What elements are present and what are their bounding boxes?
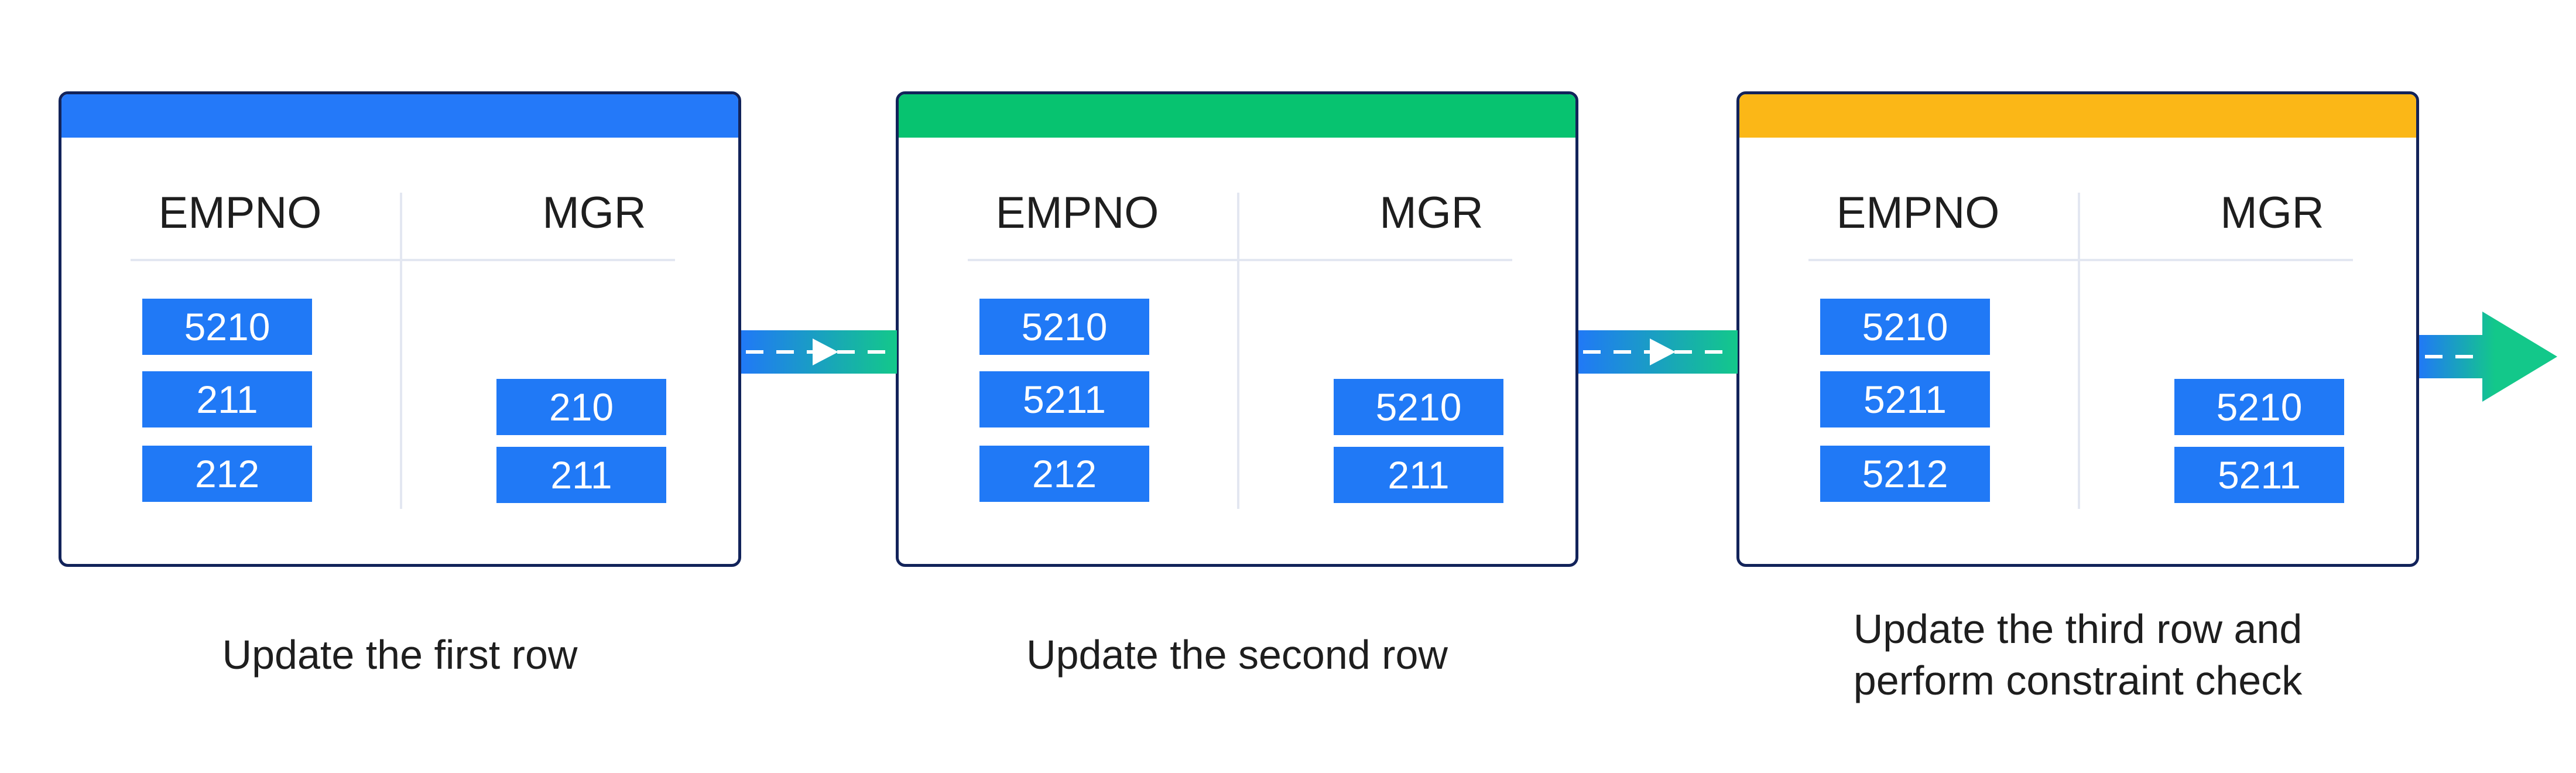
header-divider bbox=[131, 259, 675, 261]
header-divider bbox=[968, 259, 1512, 261]
empno-cell: 5210 bbox=[142, 299, 312, 355]
caption-step-1: Update the first row bbox=[222, 632, 578, 678]
empno-cell: 5211 bbox=[1820, 371, 1990, 427]
column-divider bbox=[1237, 193, 1239, 509]
panel-step-2: EMPNO MGR 5210 5211 212 5210 211 bbox=[896, 91, 1578, 567]
mgr-cell: 210 bbox=[496, 379, 666, 435]
empno-cell: 5210 bbox=[979, 299, 1149, 355]
arrow-step-1-to-2 bbox=[741, 330, 897, 374]
header-divider bbox=[1808, 259, 2353, 261]
panel-header-bar bbox=[61, 94, 738, 138]
caption-step-2: Update the second row bbox=[1026, 632, 1448, 678]
arrow-step-2-to-3 bbox=[1578, 330, 1738, 374]
column-divider bbox=[2078, 193, 2080, 509]
empno-cell: 212 bbox=[979, 446, 1149, 502]
empno-cell: 211 bbox=[142, 371, 312, 427]
column-header-empno: EMPNO bbox=[158, 188, 322, 238]
column-header-empno: EMPNO bbox=[1836, 188, 2000, 238]
panel-step-1: EMPNO MGR 5210 211 212 210 211 bbox=[59, 91, 741, 567]
mgr-cell: 211 bbox=[496, 447, 666, 503]
panel-header-bar bbox=[1739, 94, 2416, 138]
column-header-mgr: MGR bbox=[1379, 188, 1484, 238]
empno-cell: 212 bbox=[142, 446, 312, 502]
column-header-mgr: MGR bbox=[542, 188, 646, 238]
mgr-cell: 5210 bbox=[2174, 379, 2344, 435]
mgr-cell: 5211 bbox=[2174, 447, 2344, 503]
empno-cell: 5211 bbox=[979, 371, 1149, 427]
mgr-cell: 5210 bbox=[1334, 379, 1503, 435]
caption-step-3-line-2: perform constraint check bbox=[1853, 658, 2303, 703]
panel-header-bar bbox=[899, 94, 1575, 138]
empno-cell: 5212 bbox=[1820, 446, 1990, 502]
column-divider bbox=[400, 193, 402, 509]
column-header-mgr: MGR bbox=[2220, 188, 2324, 238]
mgr-cell: 211 bbox=[1334, 447, 1503, 503]
arrow-exit bbox=[2419, 312, 2557, 402]
empno-cell: 5210 bbox=[1820, 299, 1990, 355]
panel-step-3: EMPNO MGR 5210 5211 5212 5210 5211 bbox=[1736, 91, 2419, 567]
column-header-empno: EMPNO bbox=[995, 188, 1159, 238]
caption-step-3-line-1: Update the third row and bbox=[1853, 606, 2303, 652]
